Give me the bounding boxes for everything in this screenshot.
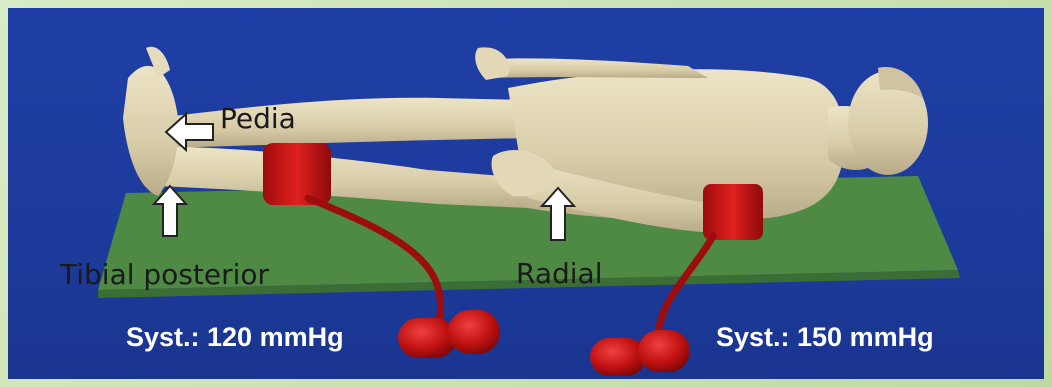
arm-cuff <box>703 184 763 240</box>
left-pressure-bulb <box>398 310 500 358</box>
leg-cuff <box>263 143 331 205</box>
right-systolic-pressure: Syst.: 150 mmHg <box>716 324 934 351</box>
right-pressure-bulb <box>590 330 690 376</box>
tibial-posterior-label: Tibial posterior <box>60 261 269 289</box>
left-systolic-pressure: Syst.: 120 mmHg <box>126 324 344 351</box>
radial-label: Radial <box>516 260 603 288</box>
pedia-label: Pedia <box>220 105 296 133</box>
diagram-panel: Pedia Tibial posterior Radial Syst.: 120… <box>8 8 1044 379</box>
